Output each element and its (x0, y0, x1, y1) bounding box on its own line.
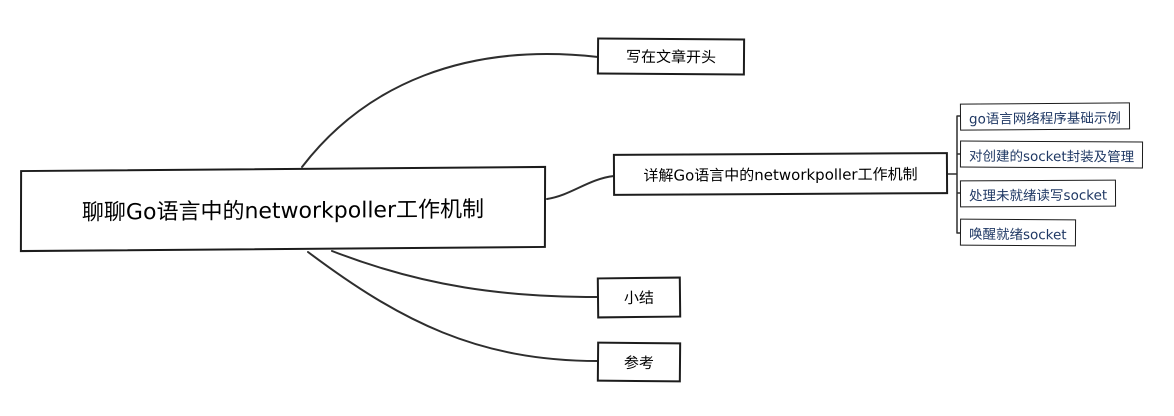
branch-node-intro[interactable]: 写在文章开头 (596, 37, 746, 76)
subtopic-label-socket-wrapping: 对创建的socket封装及管理 (968, 148, 1135, 165)
subtopic-label-unready-socket: 处理未就绪读写socket (968, 187, 1108, 204)
connector-root-to-summary (331, 250, 599, 298)
subtopic-node-socket-wrapping[interactable]: 对创建的socket封装及管理 (959, 140, 1144, 169)
branch-references-label: 参考 (623, 353, 655, 372)
branch-intro-label: 写在文章开头 (625, 47, 717, 67)
root-topic-label: 聊聊Go语言中的networkpoller工作机制 (81, 197, 485, 226)
branch-summary-label: 小结 (623, 288, 655, 308)
branch-detail-label: 详解Go语言中的networkpoller工作机制 (643, 164, 918, 185)
connector-detail-to-subtopics-bracket (947, 115, 962, 234)
subtopic-label-network-basics: go语言网络程序基础示例 (968, 109, 1121, 128)
root-topic-node[interactable]: 聊聊Go语言中的networkpoller工作机制 (19, 165, 547, 253)
connector-root-to-references (307, 251, 599, 362)
subtopic-node-unready-socket[interactable]: 处理未就绪读写socket (959, 179, 1117, 208)
connector-root-to-intro (301, 53, 599, 168)
branch-node-summary[interactable]: 小结 (596, 276, 682, 319)
branch-node-references[interactable]: 参考 (596, 341, 682, 383)
subtopic-node-network-basics[interactable]: go语言网络程序基础示例 (959, 102, 1130, 131)
connector-root-to-detail (546, 175, 615, 200)
subtopic-node-wake-ready-socket[interactable]: 唤醒就绪socket (959, 218, 1076, 247)
branch-node-detail[interactable]: 详解Go语言中的networkpoller工作机制 (612, 152, 949, 196)
subtopic-label-wake-ready-socket: 唤醒就绪socket (968, 226, 1067, 243)
